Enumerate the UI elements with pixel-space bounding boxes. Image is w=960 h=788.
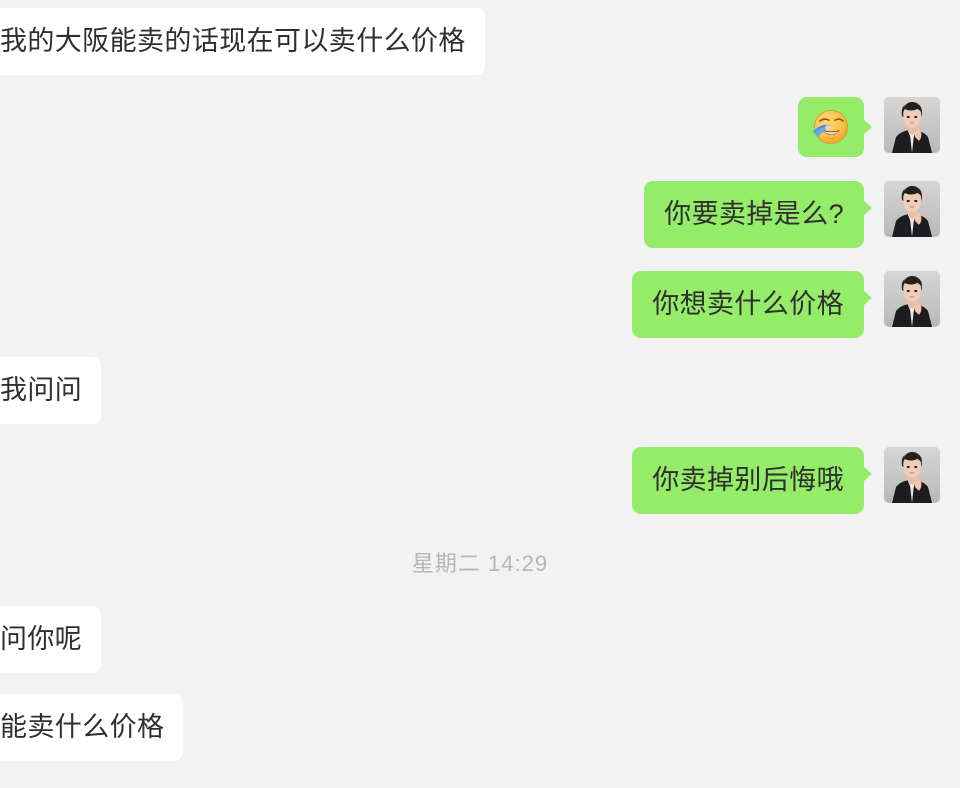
message-bubble-text[interactable]: 问你呢 [0,606,102,673]
message-bubble-text[interactable]: 你想卖什么价格 [632,271,872,338]
message-row-outgoing: 你想卖什么价格 [632,271,960,338]
message-bubble-sticker[interactable] [798,97,872,157]
message-text: 你卖掉别后悔哦 [652,465,844,495]
message-text: 问你呢 [0,624,83,654]
message-text: 你要卖掉是么? [664,199,844,229]
laughing-crying-face-emoji [813,110,848,144]
message-bubble-text[interactable]: 我的大阪能卖的话现在可以卖什么价格 [0,8,485,75]
message-row-outgoing: 你要卖掉是么? [644,181,960,248]
avatar-photo [884,97,940,153]
avatar[interactable] [884,181,940,237]
avatar-photo [884,271,940,327]
avatar[interactable] [884,271,940,327]
avatar[interactable] [884,97,940,153]
message-bubble-text[interactable]: 能卖什么价格 [0,694,184,761]
message-row-incoming: 我问问 [0,357,102,424]
message-text: 能卖什么价格 [0,712,165,742]
avatar-photo [884,181,940,237]
message-text: 我问问 [0,375,83,405]
message-row-incoming: 能卖什么价格 [0,694,184,761]
message-row-incoming: 问你呢 [0,606,102,673]
conversation-timestamp: 星期二 14:29 [411,551,549,576]
message-bubble-text[interactable]: 你卖掉别后悔哦 [632,447,872,514]
message-row-outgoing [798,97,960,157]
message-text: 我的大阪能卖的话现在可以卖什么价格 [0,26,466,56]
message-bubble-text[interactable]: 我问问 [0,357,102,424]
message-row-incoming: 我的大阪能卖的话现在可以卖什么价格 [0,8,485,75]
avatar-photo [884,447,940,503]
message-row-outgoing: 你卖掉别后悔哦 [632,447,960,514]
message-bubble-text[interactable]: 你要卖掉是么? [644,181,872,248]
message-text: 你想卖什么价格 [652,289,844,319]
avatar[interactable] [884,447,940,503]
